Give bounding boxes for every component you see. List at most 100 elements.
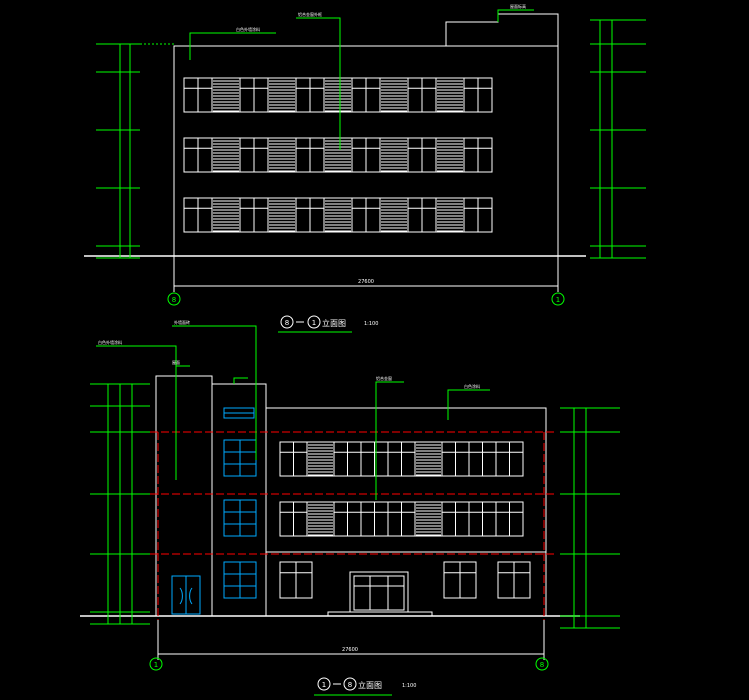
window <box>441 501 470 537</box>
window <box>468 441 497 477</box>
window <box>183 77 213 113</box>
bottom-title-scale: 1:100 <box>402 683 416 689</box>
window <box>360 501 389 537</box>
window <box>351 77 381 113</box>
louvre-window <box>379 197 409 233</box>
bottom-title-right-num: 8 <box>348 681 352 689</box>
top-overall-dim-text: 27600 <box>358 279 374 285</box>
louvre-window <box>435 137 465 173</box>
window <box>279 441 308 477</box>
window <box>407 77 437 113</box>
top-dim-left <box>96 43 174 259</box>
stair-window <box>223 561 257 599</box>
bottom-annotation-c: 铝合金窗 <box>376 375 392 381</box>
top-stair-tower <box>445 13 559 46</box>
top-title-scale: 1:100 <box>364 321 378 327</box>
window <box>407 137 437 173</box>
window <box>495 441 524 477</box>
window <box>407 197 437 233</box>
top-leaders <box>189 9 534 150</box>
window <box>351 197 381 233</box>
window <box>239 77 269 113</box>
bottom-red-lines <box>150 431 556 620</box>
louvre-window <box>267 137 297 173</box>
window <box>468 501 497 537</box>
window <box>333 501 362 537</box>
stair-louvre <box>223 407 255 419</box>
elevation-top <box>84 13 586 257</box>
louvre-window <box>306 441 335 477</box>
louvre-window <box>414 441 443 477</box>
bottom-main-block <box>265 407 547 553</box>
bottom-overall-dim-text: 27600 <box>342 647 358 653</box>
top-annotation-b: 铝合金窗外框 <box>298 11 322 17</box>
bottom-axis-left-circle <box>149 657 163 671</box>
window <box>295 77 325 113</box>
window <box>443 561 477 599</box>
bottom-title-suffix: 立面图 <box>358 680 382 690</box>
window <box>351 137 381 173</box>
top-window-rows <box>183 77 493 233</box>
louvre-window <box>435 77 465 113</box>
bottom-dim-left <box>90 383 150 625</box>
top-title: 8 1 立面图 1:100 <box>278 315 378 333</box>
bottom-title-left-num: 1 <box>322 681 326 689</box>
window <box>387 501 416 537</box>
louvre-window <box>267 197 297 233</box>
louvre-window <box>211 197 241 233</box>
elevation-bottom <box>80 375 580 617</box>
bottom-left-tower <box>155 375 213 617</box>
window <box>387 441 416 477</box>
top-title-left-num: 8 <box>285 319 289 327</box>
bottom-annotation-d: 白色涂料 <box>464 383 480 389</box>
top-dim-right <box>590 19 646 259</box>
window <box>360 441 389 477</box>
window <box>495 501 524 537</box>
louvre-window <box>435 197 465 233</box>
louvre-window <box>306 501 335 537</box>
top-axis-right-label: 1 <box>556 296 560 304</box>
window <box>463 77 493 113</box>
bottom-title: 1 8 立面图 1:100 <box>314 677 416 696</box>
bottom-overall-dimension <box>157 620 545 660</box>
louvre-window <box>323 137 353 173</box>
window <box>463 197 493 233</box>
window <box>463 137 493 173</box>
window <box>295 137 325 173</box>
bottom-dim-right <box>560 407 620 629</box>
louvre-window <box>323 197 353 233</box>
louvre-window <box>267 77 297 113</box>
top-annotation-a: 白色外墙涂料 <box>236 26 260 32</box>
window <box>183 137 213 173</box>
main-entrance-door <box>349 571 409 613</box>
window <box>239 137 269 173</box>
window <box>279 501 308 537</box>
bottom-leaders <box>96 325 490 500</box>
window <box>183 197 213 233</box>
louvre-window <box>211 137 241 173</box>
window <box>239 197 269 233</box>
louvre-window <box>323 77 353 113</box>
stair-window <box>223 499 257 537</box>
bottom-annotation-b: 外墙面砖 <box>174 319 190 325</box>
window <box>333 441 362 477</box>
bottom-axis-right-label: 8 <box>540 661 544 669</box>
bottom-window-rows <box>223 439 531 599</box>
window <box>279 561 313 599</box>
top-axis-left-circle <box>167 292 181 306</box>
louvre-window <box>414 501 443 537</box>
window <box>497 561 531 599</box>
stair-window <box>223 439 257 477</box>
louvre-window <box>379 137 409 173</box>
top-annotation-c: 屋面标高 <box>510 3 526 9</box>
bottom-axis-left-label: 1 <box>154 661 158 669</box>
top-axis-left-label: 8 <box>172 296 176 304</box>
bottom-axis-right-circle <box>535 657 549 671</box>
tower-door <box>171 575 201 615</box>
top-overall-dimension <box>173 256 559 292</box>
bottom-annotation-e: 屋面 <box>172 359 180 365</box>
louvre-window <box>211 77 241 113</box>
top-axis-right-circle <box>551 292 565 306</box>
top-title-suffix: 立面图 <box>322 318 346 328</box>
